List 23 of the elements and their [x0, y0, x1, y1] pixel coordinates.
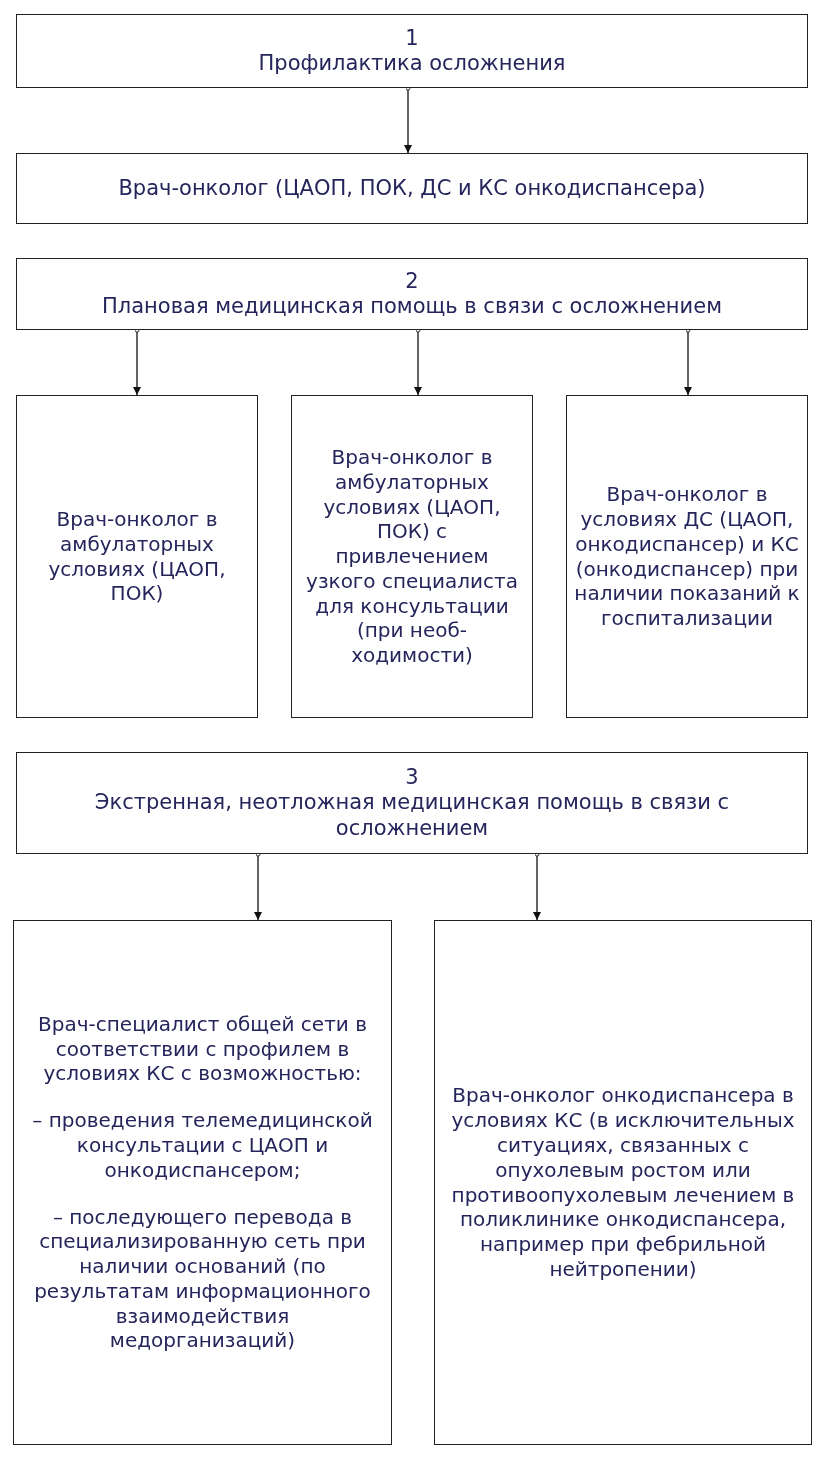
- process-box: [16, 14, 808, 88]
- process-box: [566, 395, 808, 718]
- process-box: [16, 258, 808, 330]
- box-text: Плановая медицинская помощь в связи с осложнением: [102, 294, 722, 320]
- step-number: 1: [405, 25, 419, 51]
- box-text: Врач-специалист общей сети в соответствии с профилем в условиях КС с возможностью:: [37, 1011, 368, 1087]
- box-text: Врач-онколог в амбулаторных условиях (ЦАОП, ПОК): [47, 506, 227, 607]
- box-text: Врач-онколог онкодиспансера в условиях КС (в исключительных ситуациях, связанных с опухолевым ростом или противоопухолевым лечением в поликлинике онкодиспансера, например при фебрильной нейтропении): [450, 1083, 796, 1282]
- process-box: [16, 752, 808, 854]
- box-text: Врач-онколог (ЦАОП, ПОК, ДС и КС онкодиспансера): [118, 175, 706, 202]
- box-text: – проведения телемедицинской консультации с ЦАОП и онкодиспансером;: [31, 1108, 374, 1183]
- process-box: [13, 920, 392, 1445]
- box-text: – последующего перевода в специализированную сеть при наличии оснований (по результатам информационного взаимодействия медорганизаций): [33, 1204, 372, 1354]
- box-text: Профилактика осложнения: [258, 51, 566, 77]
- box-text: Врач-онколог в условиях ДС (ЦАОП, онкодиспансер) и КС (онкодиспансер) при наличии показаний к госпитализации: [573, 482, 801, 631]
- box-text: Экстренная, неотложная медицинская помощь в связи с осложнением: [93, 790, 731, 841]
- process-box: [16, 395, 258, 718]
- box-text: Врач-онколог в амбулаторных условиях (ЦАОП, ПОК) с привлечением узкого специалиста для консультации (при необ- ходимости): [305, 444, 519, 669]
- process-box: [16, 153, 808, 224]
- step-number: 3: [405, 765, 419, 791]
- process-box: [434, 920, 812, 1445]
- process-box: [291, 395, 533, 718]
- step-number: 2: [405, 268, 419, 294]
